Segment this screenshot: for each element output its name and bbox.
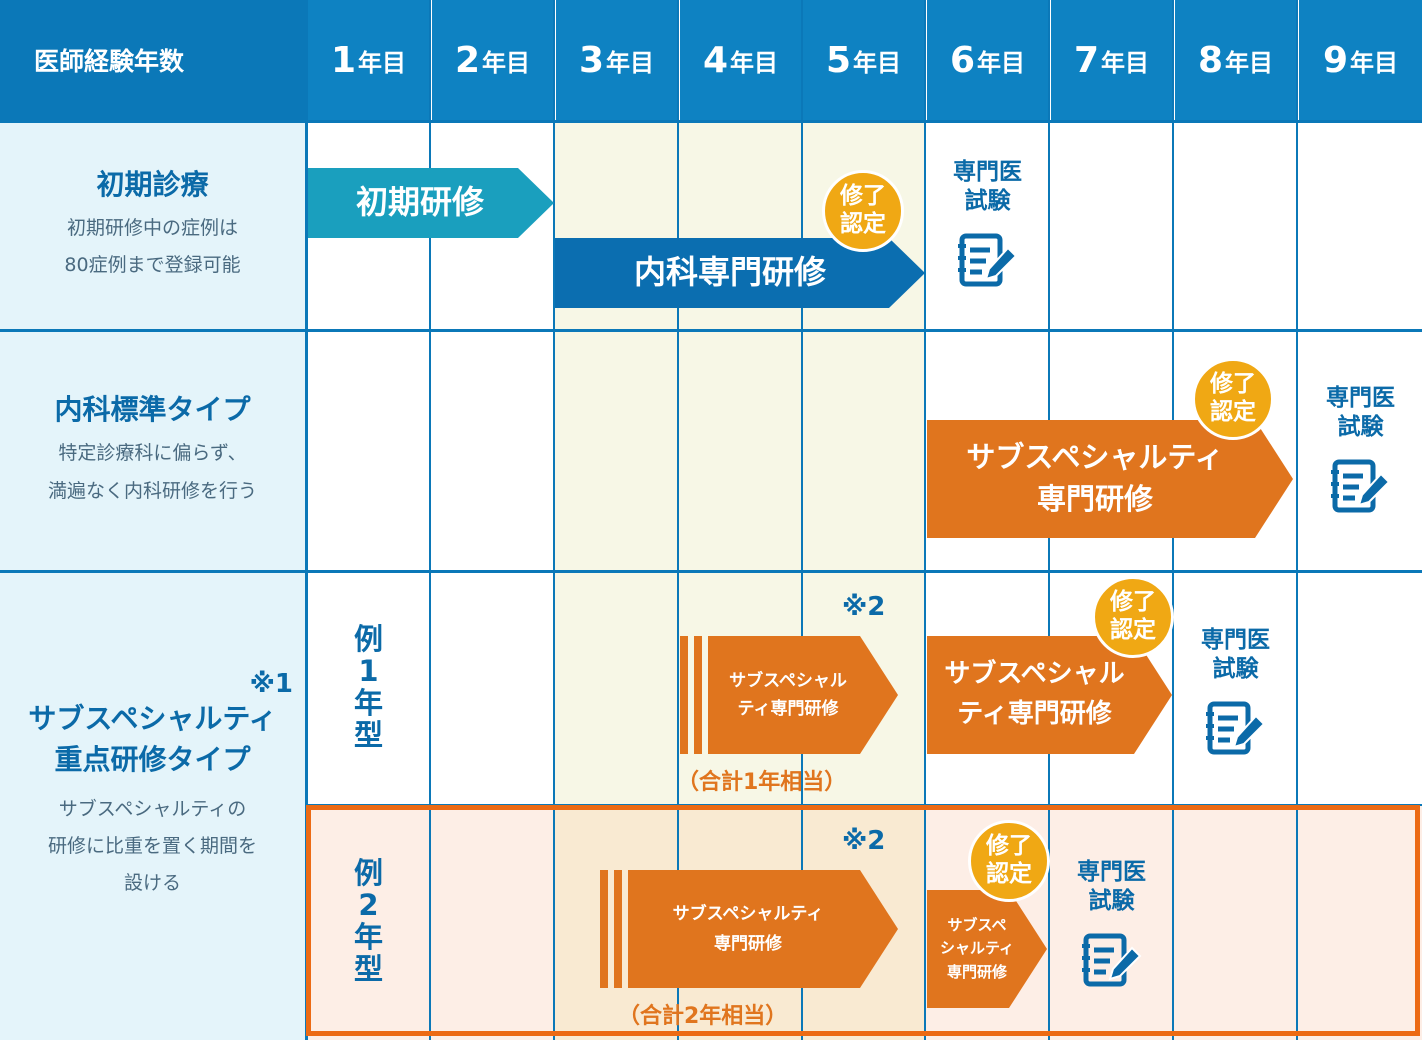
example-2-highlight	[306, 805, 1420, 1036]
row-title-subspecialty: サブスペシャルティ 重点研修タイプ	[28, 702, 277, 776]
note-ref-2: ※2	[842, 592, 886, 622]
completion-badge: 修了認定	[1092, 576, 1174, 658]
grid-vline	[924, 0, 926, 1040]
specialist-exam-row3: 専門医 試験	[1175, 626, 1296, 760]
row-label-initial: 初期診療 初期研修中の症例は 80症例まで登録可能	[0, 122, 305, 329]
note-ref-2: ※2	[842, 826, 886, 856]
grid-vline	[429, 0, 431, 1040]
row-label-subspecialty: ※1 サブスペシャルティ 重点研修タイプ サブスペシャルティの 研修に比重を置く…	[0, 573, 305, 1040]
row-title-initial: 初期診療	[96, 167, 209, 201]
specialist-exam-row1: 専門医 試験	[927, 158, 1048, 292]
row-label-standard: 内科標準タイプ 特定診療科に偏らず、 満遍なく内科研修を行う	[0, 332, 305, 570]
note-ref-1: ※1	[249, 669, 293, 699]
stripe	[694, 636, 702, 754]
stripe	[614, 870, 622, 988]
completion-badge: 修了認定	[822, 170, 904, 252]
grid-vline	[801, 0, 803, 1040]
stripe	[600, 870, 608, 988]
grid-vline	[553, 0, 555, 1040]
grid-hline	[0, 329, 1422, 332]
exam-clipboard-icon	[1330, 459, 1390, 512]
header-experience-years: 医師経験年数	[0, 0, 305, 120]
grid-hline	[0, 570, 1422, 573]
exam-clipboard-icon	[1081, 933, 1141, 986]
completion-badge: 修了認定	[1192, 358, 1274, 440]
total-2-years: （合計2年相当）	[618, 1004, 788, 1029]
bar-subspecialty-ex1-small: サブスペシャルティ専門研修	[708, 636, 898, 754]
bar-initial-training: 初期研修	[308, 168, 554, 238]
grid-hline	[0, 120, 1422, 123]
specialist-exam-row2: 専門医 試験	[1299, 384, 1422, 518]
grid-vline	[305, 0, 308, 1040]
grid-vline	[1296, 0, 1298, 1040]
bar-subspecialty-ex2-big: サブスペシャルティ専門研修	[628, 870, 898, 988]
example2-bg	[308, 806, 555, 1040]
stripe	[680, 636, 688, 754]
completion-badge: 修了認定	[968, 820, 1050, 902]
grid-vline	[677, 0, 679, 1040]
exam-clipboard-icon	[957, 233, 1017, 286]
exam-clipboard-icon	[1205, 701, 1265, 754]
total-1-year: （合計1年相当）	[677, 770, 847, 795]
specialist-exam-row4: 専門医 試験	[1051, 858, 1172, 992]
row-title-standard: 内科標準タイプ	[54, 393, 251, 427]
